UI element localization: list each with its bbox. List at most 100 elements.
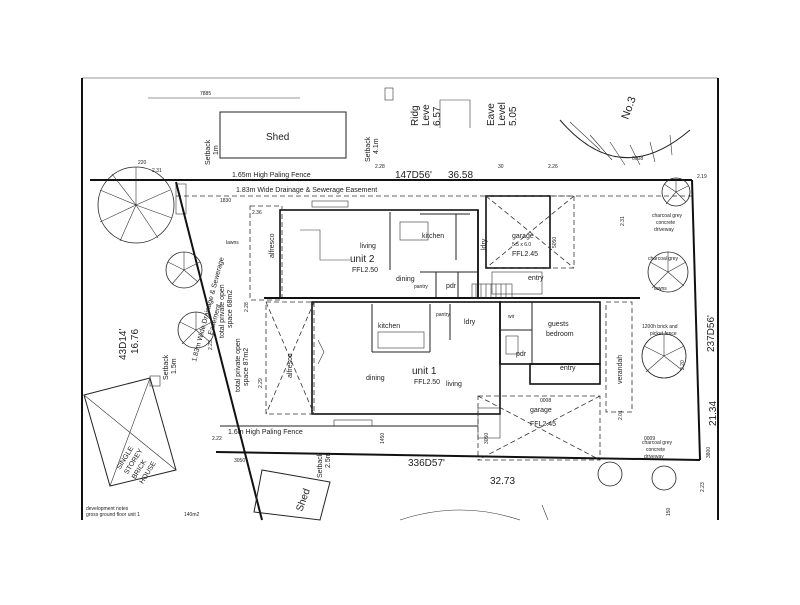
dim-236: 2.36 [252,210,262,216]
unit1-wir: wir [508,314,515,320]
north-shed [219,111,347,159]
svg-text:space 68m2: space 68m2 [227,290,234,328]
unit1-ffl: FFL2.50 [414,379,440,386]
svg-text:Leve: Leve [421,104,432,126]
open-space-unit1: total private open space 87m2 [235,338,250,392]
south-neighbour-arc [399,509,521,521]
unit2-ldry: ldry [481,238,488,250]
fence-south-label: 1.6m High Paling Fence [228,429,303,436]
shrub-west-1 [165,251,203,289]
svg-text:5.05: 5.05 [508,106,519,126]
dim-228a: 2.28 [375,164,385,170]
east-boundary [691,179,701,461]
length-north: 36.58 [448,170,473,181]
unit2-garage-size: 5.5 x 6.0 [512,242,531,248]
dev-notes-title: development notes [86,506,129,512]
ridge-level: Ridg Leve 6.57 [410,104,443,126]
driveway-upper-1: charcoal grey [648,256,679,262]
dim-223: 2.23 [208,340,214,350]
svg-text:Setback: Setback [365,136,372,162]
bearing-north: 147D56' [395,170,432,181]
unit1-garage [477,395,601,461]
setback-north-right: Setback 4.1m [365,136,380,162]
driveway-upper-driveway: driveway [654,227,674,233]
svg-text:Setback: Setback [205,139,212,165]
unit2-entry: entry [528,275,544,282]
unit2-kitchen: kitchen [422,233,444,240]
dim-0008: 0008 [632,156,643,162]
svg-text:6.57: 6.57 [432,106,443,126]
svg-text:Shed: Shed [294,487,312,513]
unit1-garage-ffl: FFL2.45 [530,421,556,428]
dim-222: 2.22 [212,436,222,442]
dim-229: 2.29 [258,378,264,388]
dim-231b: 2.31 [620,216,626,226]
dim-220b: 2.20 [680,360,686,370]
steps-north [175,183,187,215]
driveway-upper-concrete: concrete [656,220,675,226]
unit2-garage-label: garage [512,233,534,240]
unit2-building [249,200,479,301]
unit2-dining: dining [396,276,415,283]
unit2-ffl: FFL2.50 [352,267,378,274]
dim-150: 150 [666,507,672,516]
fence-north-label: 1.65m High Paling Fence [232,172,311,179]
svg-text:2.29: 2.29 [258,378,264,388]
lawn-label-west: lawns [226,240,239,246]
east-boundary-dims: 21.34 237D56' [706,315,719,426]
svg-text:5050: 5050 [552,237,558,248]
svg-text:16.76: 16.76 [130,329,141,354]
svg-text:Ridg: Ridg [410,105,421,126]
brick-fence-0: 1200h brick and [642,324,678,330]
svg-text:3800: 3800 [706,447,712,458]
bearing-south: 336D57' [408,458,445,469]
dim-226: 2.26 [548,164,558,170]
stair-unit2 [471,283,513,299]
length-south: 32.73 [490,476,515,487]
svg-text:1.5m: 1.5m [171,358,178,374]
svg-text:Level: Level [497,102,508,126]
svg-text:4.1m: 4.1m [373,138,380,154]
svg-text:2.01: 2.01 [618,410,624,420]
svg-text:alfresco: alfresco [287,353,294,378]
neighbour-house-roof [83,377,177,487]
dim-1830: 1830 [220,198,231,204]
svg-text:150: 150 [666,507,672,516]
dim-220: 220 [138,160,147,166]
setback-north-left: Setback 1m [205,139,220,165]
dim-3800: 3800 [706,447,712,458]
area-value: 140m2 [184,512,200,518]
south-shed [253,469,331,521]
driveway-lower-1: concrete [646,447,665,453]
unit2-living: living [360,243,376,250]
svg-text:1m: 1m [213,145,220,155]
unit1-dining: dining [366,375,385,382]
unit1-living: living [446,381,462,388]
unit2-pantry: pantry [414,284,428,290]
dev-notes-sub: gross ground floor unit 1 [86,512,140,518]
west-boundary [175,181,263,521]
svg-text:43D14': 43D14' [118,329,129,360]
neighbour-outline-top [439,99,471,128]
svg-text:No.3: No.3 [620,95,639,121]
unit1-name: unit 1 [412,366,437,377]
unit1-pantry: pantry [436,312,450,318]
dim-0008b: 0008 [540,398,551,404]
eave-level: Eave Level 5.05 [486,102,519,126]
neighbour-no3-fan [559,119,691,166]
unit1-entry: entry [560,365,576,372]
south-neighbour-mark [541,504,549,521]
svg-text:Setback: Setback [317,452,324,478]
unit1-verandah: verandah [617,355,624,384]
svg-text:237D56': 237D56' [706,315,717,352]
unit1-ldry: ldry [464,319,476,326]
ridge-level-marker [384,87,394,101]
unit2-name: unit 2 [350,254,375,265]
lot-neighbour-label: No.3 [620,95,639,121]
svg-text:Eave: Eave [486,103,497,126]
dim-223b: 2.23 [700,482,706,492]
dim-1450: 1450 [380,433,386,444]
unit1-bedroom: bedroom [546,331,574,338]
